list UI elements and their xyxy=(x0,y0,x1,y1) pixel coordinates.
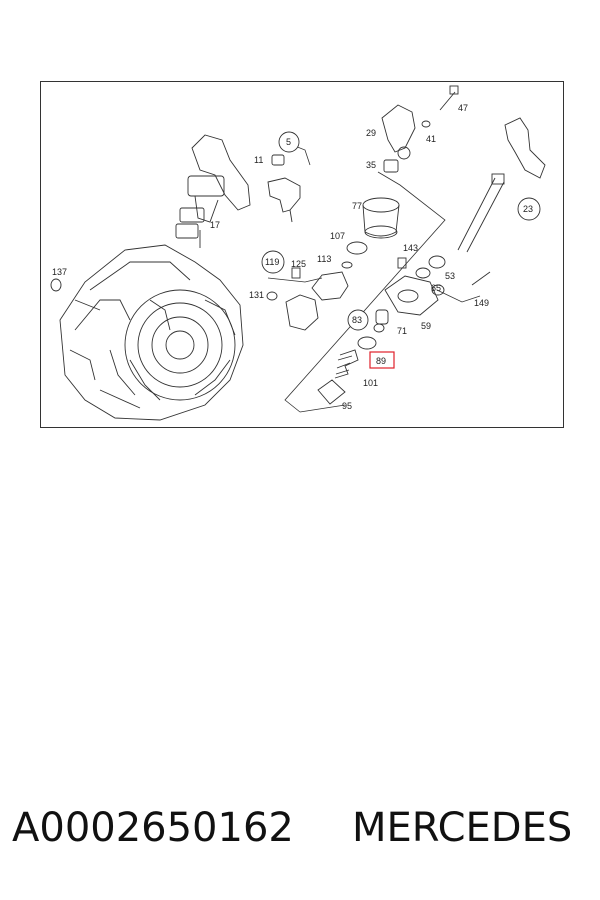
callout-149: 149 xyxy=(474,298,489,308)
spring-stack xyxy=(317,309,389,405)
callout-107: 107 xyxy=(330,231,345,241)
part-23-selector-shaft xyxy=(457,117,546,253)
transmission-housing xyxy=(59,244,244,421)
callout-143: 143 xyxy=(403,243,418,253)
callout-119: 119 xyxy=(265,257,279,267)
callout-35: 35 xyxy=(366,160,376,170)
callout-95: 95 xyxy=(342,401,352,411)
callout-59: 59 xyxy=(421,321,431,331)
part-5-bracket xyxy=(267,154,301,223)
callout-47: 47 xyxy=(458,103,468,113)
callout-17: 17 xyxy=(210,220,220,230)
highlight-box-89 xyxy=(369,351,395,369)
part-29-lever xyxy=(381,85,459,160)
callout-125: 125 xyxy=(291,259,306,269)
callout-65: 65 xyxy=(431,283,441,293)
part-59-cover xyxy=(50,255,491,316)
parts-diagram: 47 29 41 5 11 35 77 23 17 107 143 119 12… xyxy=(40,81,564,428)
diagram-frame xyxy=(40,81,564,428)
callout-23: 23 xyxy=(523,204,533,214)
part-17-shift-tower xyxy=(175,134,251,248)
callout-29: 29 xyxy=(366,128,376,138)
callout-circles xyxy=(261,131,541,331)
callout-101: 101 xyxy=(363,378,378,388)
callout-137: 137 xyxy=(52,267,67,277)
callout-113: 113 xyxy=(317,254,331,264)
callout-53: 53 xyxy=(445,271,455,281)
callout-5: 5 xyxy=(286,137,291,147)
callout-71: 71 xyxy=(397,326,407,336)
callout-77: 77 xyxy=(352,201,362,211)
callout-41: 41 xyxy=(426,134,436,144)
caption: A0002650162 MERCEDES xyxy=(0,795,600,875)
callout-89: 89 xyxy=(376,356,386,366)
part-77-sleeve xyxy=(362,159,400,239)
callout-11: 11 xyxy=(254,155,263,165)
brand-name: MERCEDES xyxy=(352,805,573,851)
part-number: A0002650162 xyxy=(12,805,294,851)
callout-131: 131 xyxy=(249,290,264,300)
callout-83: 83 xyxy=(352,315,362,325)
middle-small-parts xyxy=(266,241,407,331)
